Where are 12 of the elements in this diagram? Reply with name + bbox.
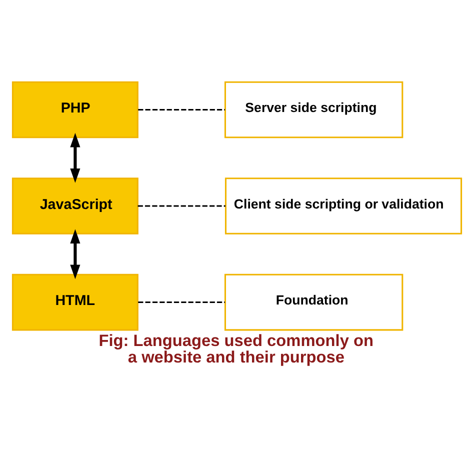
node-box: HTML xyxy=(12,274,138,331)
connector xyxy=(138,108,225,111)
connector xyxy=(138,205,226,207)
node-box: JavaScript xyxy=(12,178,138,234)
node-box: PHP xyxy=(12,81,138,138)
caption: Fig: Languages used commonly on a website and their purpose xyxy=(98,332,374,367)
connector xyxy=(138,302,225,304)
arrow xyxy=(70,229,80,280)
node-box: Client side scripting or validation xyxy=(224,178,462,234)
node-box: Foundation xyxy=(224,274,404,331)
node-box: Server side scripting xyxy=(224,81,404,138)
arrow xyxy=(70,132,80,183)
